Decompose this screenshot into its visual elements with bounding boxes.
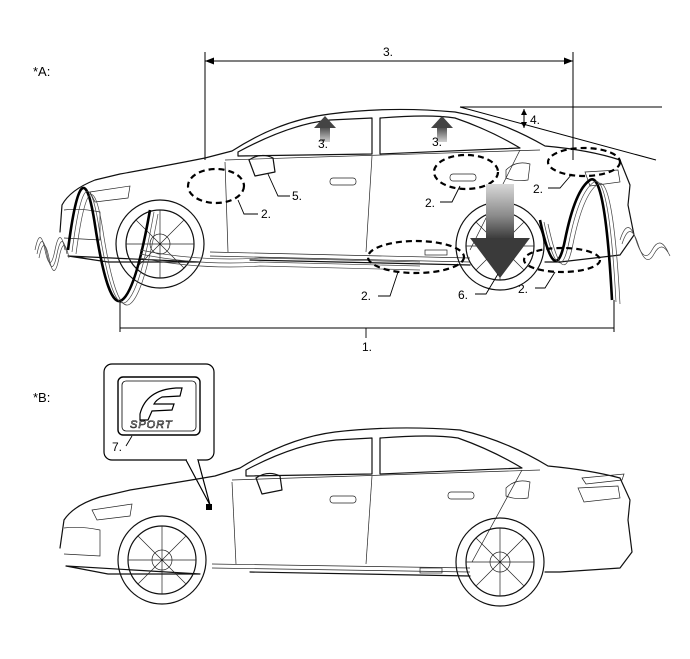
roof-clearance-dimension xyxy=(459,106,662,161)
callout-3-left: 3. xyxy=(318,137,328,151)
f-sport-badge-callout: SPORT xyxy=(103,363,215,506)
badge-sport-text: SPORT xyxy=(130,419,173,431)
leader-5 xyxy=(267,173,290,197)
leader-2d xyxy=(378,271,399,297)
vehicle-side-view-b xyxy=(59,427,633,607)
callout-6: 6. xyxy=(458,288,468,302)
vibration-waves xyxy=(34,178,671,306)
callout-2d: 2. xyxy=(361,289,371,303)
leader-2c xyxy=(548,173,573,189)
callout-7: 7. xyxy=(112,440,122,454)
inspection-area-rear-bumper xyxy=(522,246,602,274)
callout-2b: 2. xyxy=(425,196,435,210)
leader-2a xyxy=(237,199,258,215)
f-sport-badge-location xyxy=(206,504,212,510)
up-arrow-rear-door xyxy=(431,116,453,142)
f-emblem-icon xyxy=(139,387,183,421)
callout-5: 5. xyxy=(292,189,302,203)
panel-b-label: *B: xyxy=(33,390,50,405)
callout-4: 4. xyxy=(530,113,540,127)
callout-2e: 2. xyxy=(518,282,528,296)
leader-2e xyxy=(535,271,556,289)
vehicle-side-view-a xyxy=(59,108,635,291)
inspection-area-front-fender xyxy=(186,167,246,205)
panel-a-label: *A: xyxy=(33,64,50,79)
leader-6 xyxy=(475,273,499,295)
up-arrow-front-door xyxy=(314,116,336,142)
callout-2c: 2. xyxy=(533,182,543,196)
callout-3-top: 3. xyxy=(383,45,393,59)
dimension-wheelbase xyxy=(119,300,615,332)
leader-2b xyxy=(440,185,461,203)
dimension-overall-cabin xyxy=(204,52,574,160)
inspection-area-rear-door xyxy=(432,153,500,191)
callout-1: 1. xyxy=(362,340,372,354)
inspection-area-rocker xyxy=(366,239,466,275)
inspection-area-trunk xyxy=(546,146,622,178)
callout-3-right: 3. xyxy=(432,135,442,149)
callout-2a: 2. xyxy=(261,207,271,221)
down-arrow-rear-wheel xyxy=(470,184,530,278)
